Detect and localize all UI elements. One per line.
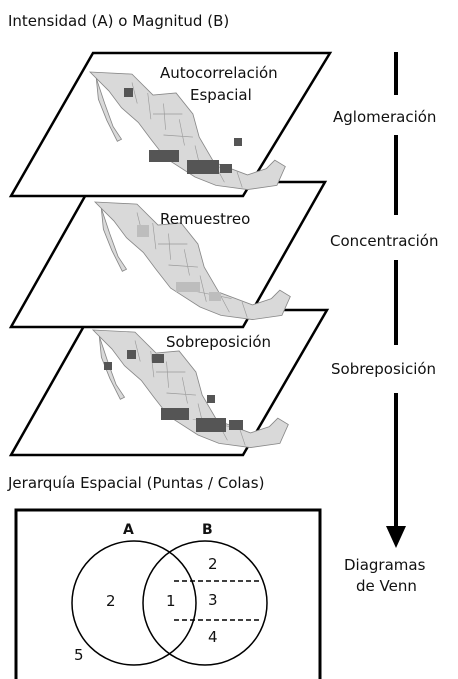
side-label-sobreposicion: Sobreposición: [331, 360, 437, 378]
set-a-label: A: [123, 522, 134, 538]
venn-side-label-line2: de Venn: [356, 577, 417, 595]
cluster-region-marks: [124, 88, 242, 174]
region-b-top: 2: [208, 555, 218, 573]
diagram-title: Intensidad (A) o Magnitud (B): [8, 12, 230, 30]
layer2-label: Remuestreo: [160, 210, 251, 228]
side-label-concentracion: Concentración: [330, 232, 439, 250]
layer3-label: Sobreposición: [166, 333, 272, 351]
side-label-aglomeracion: Aglomeración: [333, 108, 437, 126]
set-b-circle: [142, 540, 268, 666]
dark-region-marks: [104, 350, 243, 432]
region-only-a: 2: [106, 592, 116, 610]
layer-sobreposicion: [8, 308, 330, 457]
arrow-head: [386, 526, 406, 548]
set-b-label: B: [202, 522, 213, 538]
venn-title: Jerarquía Espacial (Puntas / Colas): [8, 474, 265, 492]
layer-autocorrelacion: [8, 51, 333, 198]
layer1-label-line1: Autocorrelación: [160, 64, 278, 82]
region-outside: 5: [74, 646, 84, 664]
set-a-circle: [71, 540, 197, 666]
region-b-bottom: 4: [208, 628, 218, 646]
layer-remuestreo: [8, 180, 328, 329]
venn-diagram: [14, 508, 322, 679]
region-b-middle: 3: [208, 591, 218, 609]
light-region-marks: [137, 225, 221, 301]
venn-side-label-line1: Diagramas: [344, 556, 426, 574]
layer1-label-line2: Espacial: [190, 86, 252, 104]
region-intersection: 1: [166, 592, 176, 610]
